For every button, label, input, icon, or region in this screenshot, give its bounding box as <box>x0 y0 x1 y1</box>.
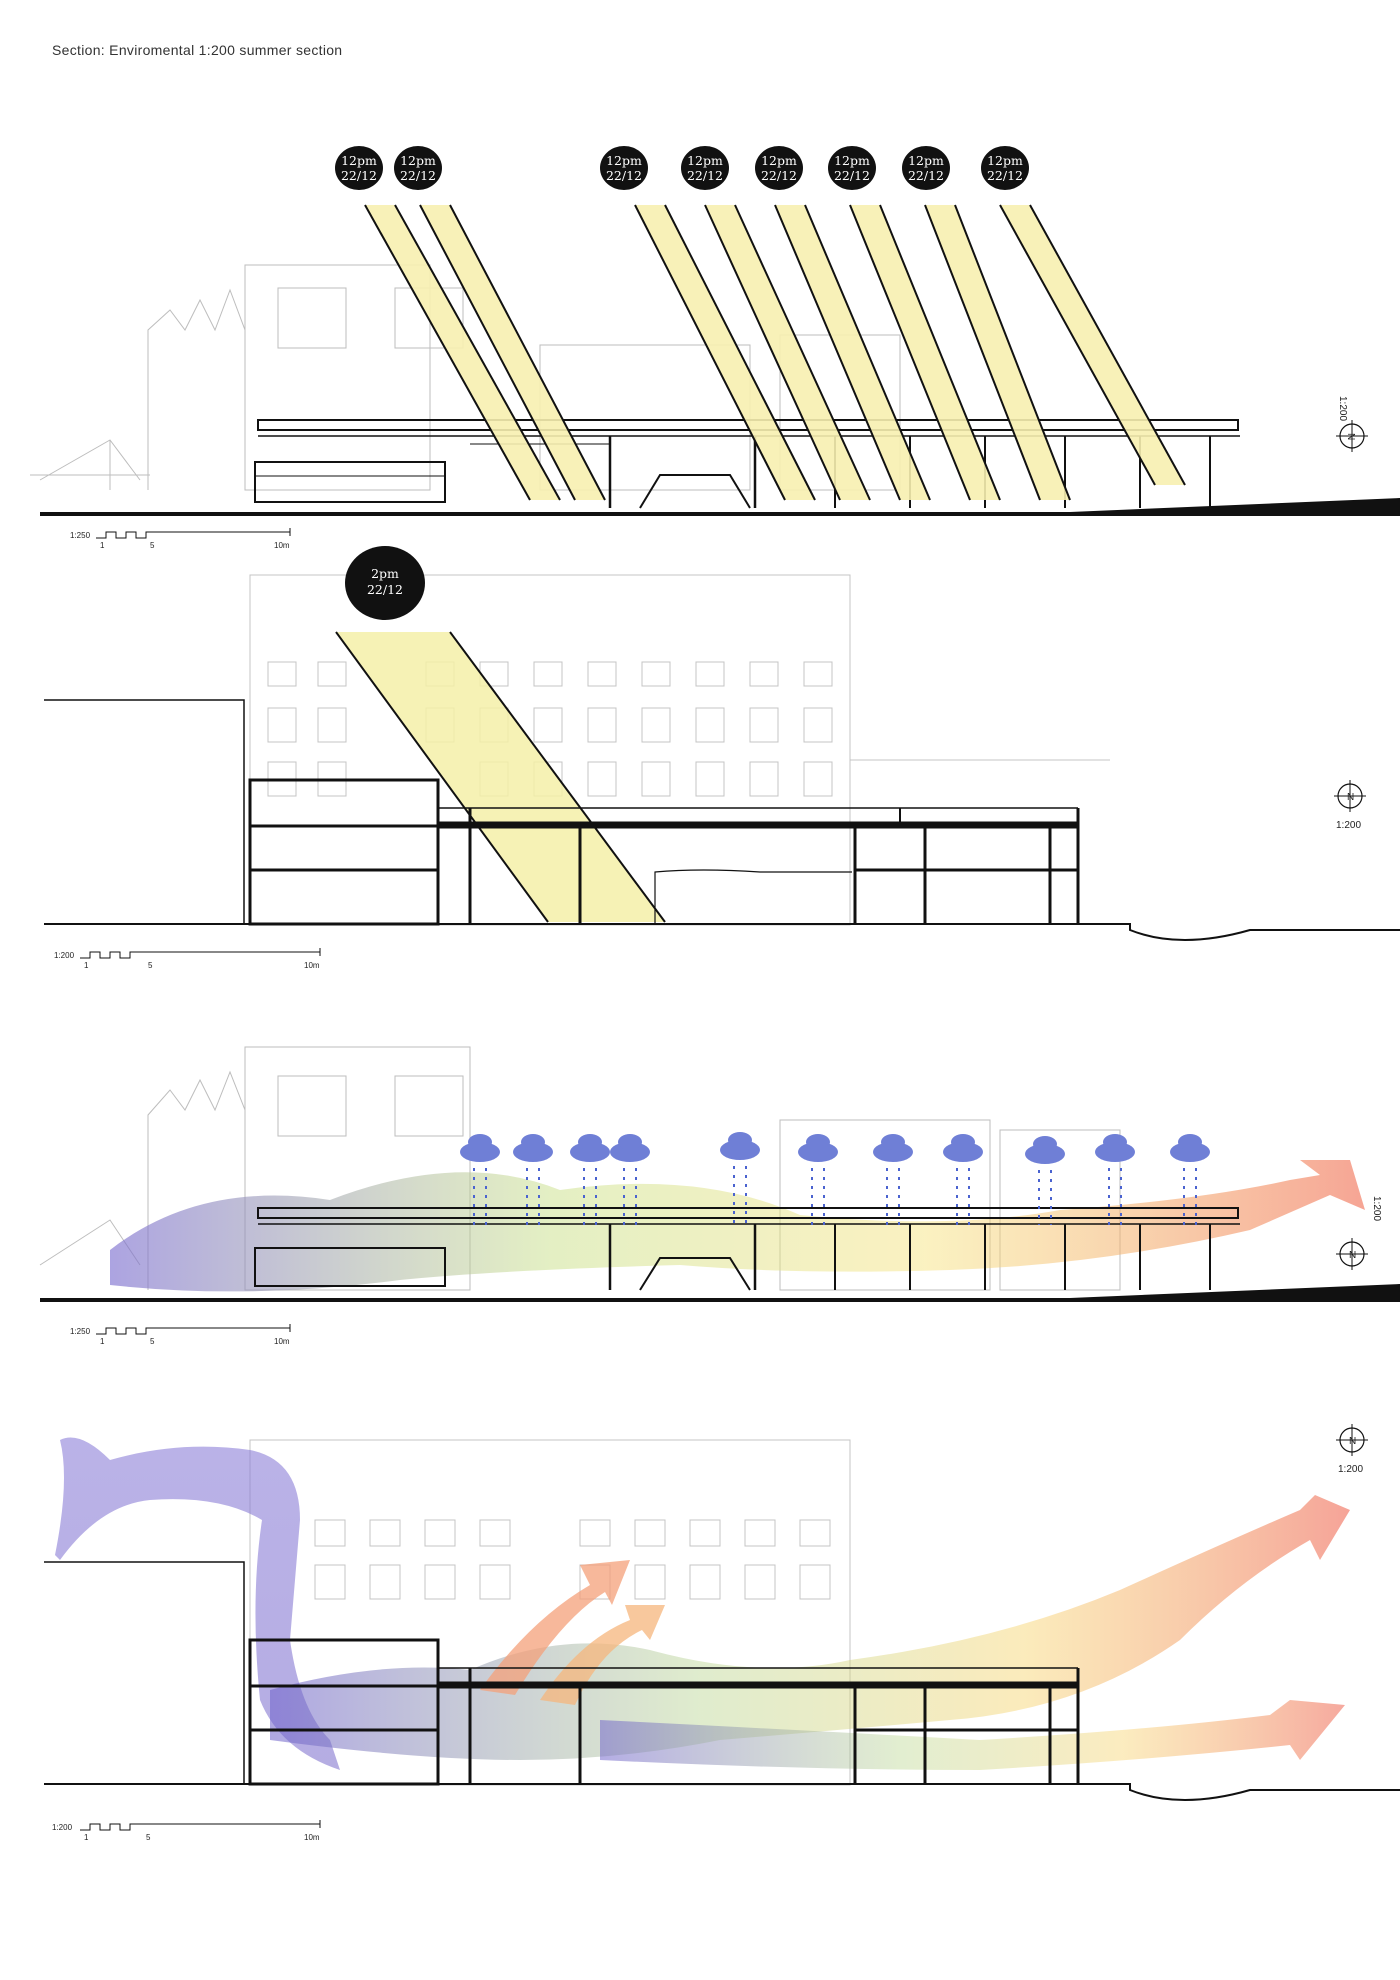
scale-bar: 1:250 1 5 10m <box>70 1324 291 1346</box>
sun-stamp-time: 2pm <box>371 566 399 581</box>
sun-stamp-3: 12pm 22/12 <box>600 146 648 190</box>
section-2-cross-section: 2pm 22/12 1:200 1 5 10m N 1:200 <box>44 546 1400 970</box>
north-letter: N <box>1349 1250 1356 1261</box>
ground-line <box>40 498 1400 516</box>
neighbor-block <box>44 1561 245 1785</box>
sun-stamp-1: 12pm 22/12 <box>335 146 383 190</box>
scale-tick: 10m <box>274 541 290 550</box>
canopy-structure <box>254 1207 1240 1291</box>
sun-stamp-time: 12pm <box>341 153 377 168</box>
section-4-airflow-cross: 1:200 1 5 10m N 1:200 <box>44 1424 1400 1842</box>
warm-airflow-up-1 <box>480 1560 630 1695</box>
sun-stamp-date: 22/12 <box>606 168 642 183</box>
scale-tick: 5 <box>146 1833 151 1842</box>
sun-stamp-time: 12pm <box>987 153 1023 168</box>
north-scale: 1:200 <box>1336 820 1361 831</box>
north-arrow: N 1:200 <box>1334 780 1366 831</box>
ground-line <box>44 923 1400 941</box>
sun-stamp-date: 22/12 <box>987 168 1023 183</box>
rain-cloud-icon <box>1095 1134 1135 1162</box>
north-scale: 1:200 <box>1338 1464 1363 1475</box>
sun-beam <box>336 632 665 922</box>
scale-tick: 1 <box>84 961 89 970</box>
scale-tick: 10m <box>304 961 320 970</box>
scale-tick: 1 <box>100 1337 105 1346</box>
north-scale: 1:200 <box>1337 396 1348 421</box>
north-arrow: N 1:200 <box>1336 396 1368 452</box>
airflow-stream <box>110 1160 1365 1292</box>
sun-stamp-date: 22/12 <box>400 168 436 183</box>
sun-stamp-date: 22/12 <box>341 168 377 183</box>
scale-tick: 1 <box>84 1833 89 1842</box>
warm-airflow-lower <box>600 1700 1345 1770</box>
background-building <box>249 574 1110 926</box>
rain-cloud-icon <box>460 1134 500 1162</box>
rain-cloud-icon <box>1025 1136 1065 1164</box>
scale-tick: 5 <box>150 541 155 550</box>
sun-stamp-time: 12pm <box>761 153 797 168</box>
building-section <box>248 778 1080 926</box>
scale-ratio: 1:250 <box>70 531 91 540</box>
scale-ratio: 1:200 <box>54 951 75 960</box>
north-letter: N <box>1347 792 1354 803</box>
sun-stamp-time: 12pm <box>908 153 944 168</box>
north-arrow: N 1:200 <box>1336 1196 1382 1270</box>
sun-stamp-time: 12pm <box>687 153 723 168</box>
scale-ratio: 1:200 <box>52 1823 73 1832</box>
rain-cloud-icon <box>610 1134 650 1162</box>
sun-stamp-6: 12pm 22/12 <box>828 146 876 190</box>
sun-beams <box>364 204 1186 501</box>
sun-stamp-2: 12pm 22/12 <box>394 146 442 190</box>
north-scale: 1:200 <box>1371 1196 1382 1221</box>
neighbor-block <box>44 699 245 925</box>
warm-airflow <box>270 1495 1350 1760</box>
scale-tick: 1 <box>100 541 105 550</box>
page-title: Section: Enviromental 1:200 summer secti… <box>52 42 343 58</box>
scale-tick: 5 <box>150 1337 155 1346</box>
sun-stamp-time: 12pm <box>400 153 436 168</box>
sun-stamp-date: 22/12 <box>761 168 797 183</box>
rain-cloud-icon <box>1170 1134 1210 1162</box>
sun-stamp-8: 12pm 22/12 <box>981 146 1029 190</box>
sun-stamp-time: 12pm <box>606 153 642 168</box>
sun-stamp-date: 22/12 <box>834 168 870 183</box>
canopy-structure <box>254 419 1240 509</box>
rain-cloud-icon <box>943 1134 983 1162</box>
sun-stamp-4: 12pm 22/12 <box>681 146 729 190</box>
sun-stamp-date: 22/12 <box>687 168 723 183</box>
rain-cloud-icon <box>513 1134 553 1162</box>
scale-bar: 1:200 1 5 10m <box>52 1820 321 1842</box>
sun-stamp-date: 22/12 <box>908 168 944 183</box>
rain-cloud-icon <box>570 1134 610 1162</box>
section-1-long-section: 12pm 22/12 12pm 22/12 12pm 22/12 12pm 22… <box>30 146 1400 550</box>
ground-line <box>44 1783 1400 1801</box>
rain-cloud-icon <box>720 1132 760 1160</box>
scale-bar: 1:250 1 5 10m <box>70 528 291 550</box>
rain-cloud-icon <box>798 1134 838 1162</box>
rain-clouds <box>460 1132 1210 1164</box>
north-arrow: N 1:200 <box>1336 1424 1368 1475</box>
scale-tick: 10m <box>274 1337 290 1346</box>
sun-stamp-2pm: 2pm 22/12 <box>345 546 425 620</box>
sun-stamp-date: 22/12 <box>367 582 403 597</box>
scale-tick: 10m <box>304 1833 320 1842</box>
scale-ratio: 1:250 <box>70 1327 91 1336</box>
north-letter: N <box>1345 433 1356 440</box>
sun-stamp-5: 12pm 22/12 <box>755 146 803 190</box>
rain-drops <box>473 1166 1197 1225</box>
scale-tick: 5 <box>148 961 153 970</box>
background-buildings <box>30 264 901 491</box>
north-letter: N <box>1349 1436 1356 1447</box>
sun-stamp-time: 12pm <box>834 153 870 168</box>
scale-bar: 1:200 1 5 10m <box>54 948 321 970</box>
section-3-rain-airflow: 1:250 1 5 10m N 1:200 <box>39 1046 1400 1346</box>
rain-cloud-icon <box>873 1134 913 1162</box>
ground-line <box>40 1284 1400 1302</box>
warm-airflow-up-2 <box>540 1605 665 1705</box>
sun-stamp-7: 12pm 22/12 <box>902 146 950 190</box>
